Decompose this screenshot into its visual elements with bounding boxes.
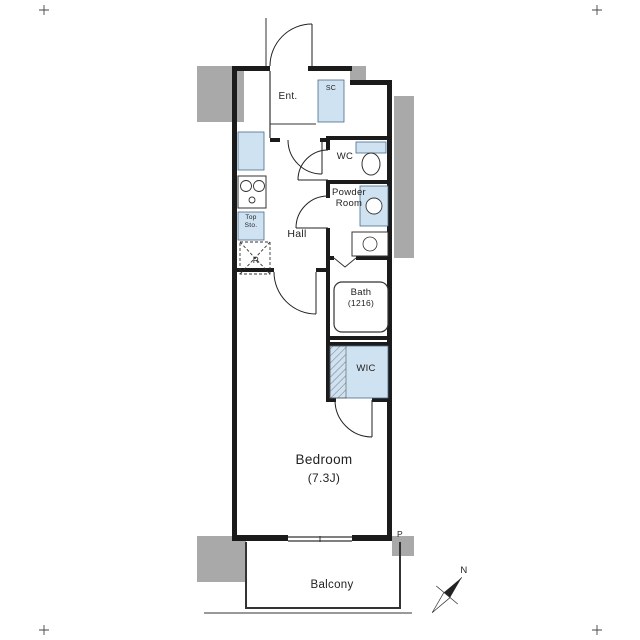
- bath-folding-door: [333, 257, 357, 268]
- top-storage-label-1: Top: [245, 214, 257, 221]
- bath-label: Bath: [350, 287, 372, 298]
- balcony-window: [288, 536, 352, 542]
- washing-machine-space: [237, 131, 265, 171]
- walls: [232, 66, 392, 541]
- shoe-closet-box: [317, 79, 345, 123]
- balcony-label: Balcony: [310, 579, 354, 591]
- washer-pan: [351, 231, 389, 257]
- shoe-closet-label: SC: [325, 85, 337, 92]
- wc-door: [297, 149, 329, 181]
- bedroom-label: Bedroom: [295, 452, 353, 467]
- balcony-outline: [245, 542, 401, 609]
- toilet-icon: [355, 141, 387, 176]
- entrance-label: Ent.: [278, 91, 298, 102]
- powder-room-door: [295, 195, 329, 229]
- entrance-door: [269, 23, 313, 67]
- wic-pipe-hatch: [329, 345, 347, 399]
- powder-room-label-1: Powder: [331, 187, 367, 198]
- bedroom-door: [273, 271, 317, 315]
- door-arcs: [269, 23, 373, 438]
- compass-icon: [431, 577, 463, 613]
- bathtub-icon: [333, 281, 389, 333]
- top-storage-label-2: Sto.: [244, 222, 258, 229]
- pillar-bottom-left: [197, 536, 246, 582]
- bedroom-size-label: (7.3J): [307, 471, 341, 485]
- pillar-bottom-right: [392, 536, 414, 556]
- wic-door: [334, 399, 373, 438]
- thin-lines: [204, 18, 412, 614]
- bath-size-label: (1216): [347, 298, 375, 308]
- pipe-space-label: P: [397, 529, 403, 539]
- pillar-top-right: [350, 66, 366, 82]
- top-storage-box: [237, 211, 265, 241]
- frame-corner-marks: [39, 5, 602, 635]
- structure-right-strip: [394, 96, 414, 258]
- refrigerator-space: [239, 241, 271, 275]
- vanity-sink-icon: [359, 185, 389, 227]
- fixtures: [237, 79, 389, 399]
- hall-door: [287, 139, 323, 175]
- wc-label: WC: [336, 151, 354, 162]
- kitchen-stove: [237, 175, 267, 209]
- compass-north-label: N: [460, 565, 468, 576]
- hall-label: Hall: [287, 228, 307, 240]
- refrigerator-label: R: [252, 255, 260, 265]
- wic-label: WIC: [356, 363, 376, 374]
- powder-room-label-2: Room: [335, 198, 363, 209]
